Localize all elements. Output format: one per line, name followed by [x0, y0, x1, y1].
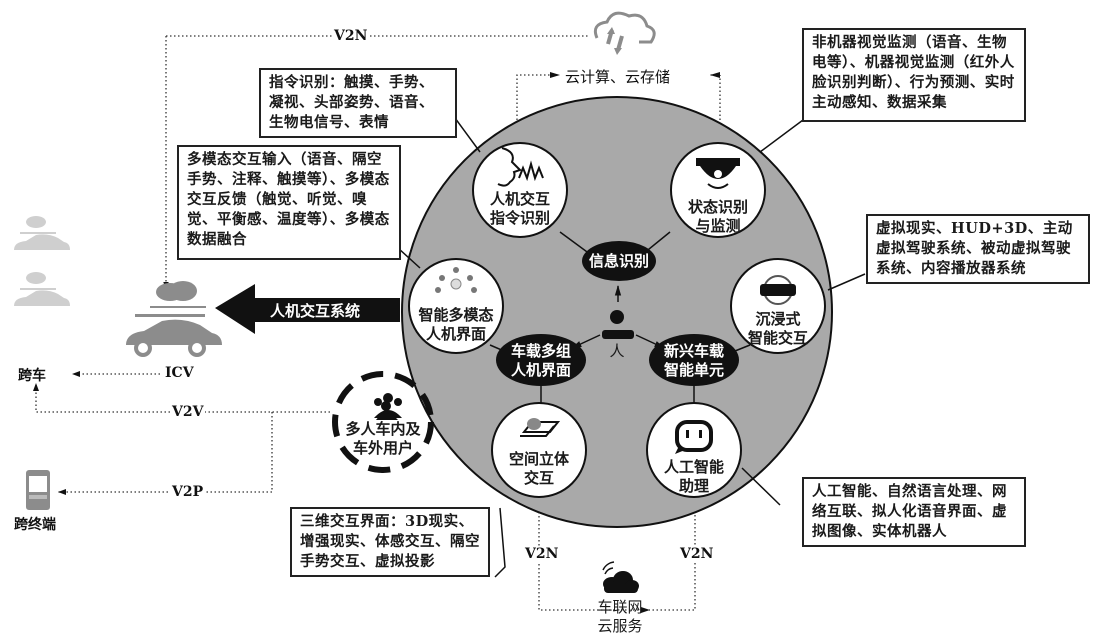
- v2n-right-label: V2N: [680, 546, 714, 562]
- node-command: 人机交互 指令识别: [478, 190, 562, 228]
- iov-cloud-icon: [603, 571, 639, 593]
- hmi-system-label: 人机交互系统: [270, 302, 361, 320]
- node-users: 多人车内及 车外用户: [341, 420, 425, 458]
- callout-spatial: 三维交互界面：3D现实、增强现实、体感交互、隔空手势交互、虚拟投影: [290, 507, 490, 577]
- hub-emerging-ellipse: [649, 334, 739, 386]
- iov-cloud-line1: 车联网: [597, 598, 643, 616]
- iov-cloud-label: 车联网 云服务: [590, 598, 650, 636]
- node-immersive-circle: [730, 258, 826, 354]
- node-state-line2: 与监测: [695, 217, 741, 235]
- v2v-line: [35, 385, 330, 413]
- node-multimodal-circle: [408, 258, 504, 354]
- v2n-left-line: [538, 500, 650, 611]
- v2p-label: V2P: [170, 484, 206, 500]
- hmi-system-arrow: [215, 284, 400, 334]
- node-state-line1: 状态识别: [687, 198, 748, 216]
- multimodal-icon: [435, 267, 477, 293]
- icv-car-icon: [126, 281, 222, 357]
- node-spatial: 空间立体 交互: [497, 450, 581, 488]
- v2v-label: V2V: [170, 404, 206, 420]
- icv-label: ICV: [165, 365, 194, 381]
- user-group-icon: [374, 393, 402, 420]
- hub-emerging: 新兴车载 智能单元: [649, 342, 739, 380]
- node-ai-line1: 人工智能: [663, 458, 724, 476]
- vr-headset-icon: [760, 275, 796, 305]
- node-command-line1: 人机交互: [489, 190, 550, 208]
- hub-multi-hmi-line2: 人机界面: [510, 361, 571, 379]
- v2n-right-line: [650, 495, 696, 611]
- node-spatial-line1: 空间立体: [508, 450, 569, 468]
- callout-ai: 人工智能、自然语言处理、网络互联、拟人化语音界面、虚拟图像、实体机器人: [802, 477, 1026, 547]
- cloud-compute-label: 云计算、云存储: [565, 68, 671, 86]
- 3d-layers-icon: [520, 418, 561, 437]
- callout-lines: [397, 117, 866, 578]
- cloud-compute-bracket: [516, 74, 560, 140]
- node-ai: 人工智能 助理: [652, 458, 736, 496]
- iov-cloud-line2: 云服务: [597, 617, 643, 635]
- node-spatial-circle: [491, 402, 587, 498]
- phone-icon: [26, 470, 50, 510]
- node-immersive: 沉浸式 智能交互: [736, 310, 820, 348]
- person-icon: [602, 310, 634, 339]
- callout-state: 非机器视觉监测（语音、生物电等）、机器视觉监测（红外人脸识别判断）、行为预测、实…: [802, 28, 1026, 122]
- cross-vehicle-label: 跨车: [18, 368, 46, 384]
- node-state: 状态识别 与监测: [676, 198, 760, 236]
- callout-command: 指令识别：触摸、手势、凝视、头部姿势、语音、生物电信号、表情: [259, 68, 457, 138]
- node-spatial-line2: 交互: [523, 469, 554, 487]
- hub-multi-hmi-ellipse: [496, 334, 586, 386]
- v2n-left-label: V2N: [525, 546, 559, 562]
- hub-ellipses: [496, 241, 739, 386]
- node-users-line1: 多人车内及: [345, 420, 421, 438]
- dotted-links: [35, 35, 721, 611]
- node-multimodal-line2: 人机界面: [425, 325, 486, 343]
- hub-info-ellipse: [582, 241, 656, 281]
- node-multimodal: 智能多模态 人机界面: [410, 306, 502, 344]
- callout-immersive: 虚拟现实、HUD+3D、主动虚拟驾驶系统、被动虚拟驾驶系统、内容播放器系统: [866, 214, 1090, 284]
- cross-terminal-label: 跨终端: [14, 517, 56, 533]
- center-person-label: 人: [609, 342, 625, 360]
- cloud-sync-icon: [593, 11, 656, 51]
- hub-multi-hmi-line1: 车载多组: [510, 342, 571, 360]
- users-dashed-ring: [332, 371, 434, 473]
- node-command-circle: [472, 142, 568, 238]
- node-state-circle: [670, 142, 766, 238]
- signal-icon: [602, 561, 615, 575]
- hub-info: 信息识别: [588, 252, 649, 270]
- node-multimodal-line1: 智能多模态: [418, 306, 494, 324]
- callout-multimodal: 多模态交互输入（语音、隔空手势、注释、触摸等）、多模态交互反馈（触觉、听觉、嗅觉…: [177, 145, 401, 260]
- hub-multi-hmi: 车载多组 人机界面: [496, 342, 586, 380]
- chat-bot-icon: [675, 420, 713, 454]
- camera-monitor-icon: [696, 158, 740, 189]
- node-ai-line2: 助理: [678, 477, 709, 495]
- faded-car-icons: [14, 216, 70, 306]
- node-users-line2: 车外用户: [352, 439, 413, 457]
- node-immersive-line2: 智能交互: [747, 329, 808, 347]
- node-command-line2: 指令识别: [489, 209, 550, 227]
- hub-emerging-line2: 智能单元: [663, 361, 724, 379]
- node-immersive-line1: 沉浸式: [755, 310, 801, 328]
- v2n-top-label: V2N: [332, 28, 370, 44]
- face-speech-icon: [497, 147, 544, 187]
- hub-emerging-line1: 新兴车载: [663, 342, 724, 360]
